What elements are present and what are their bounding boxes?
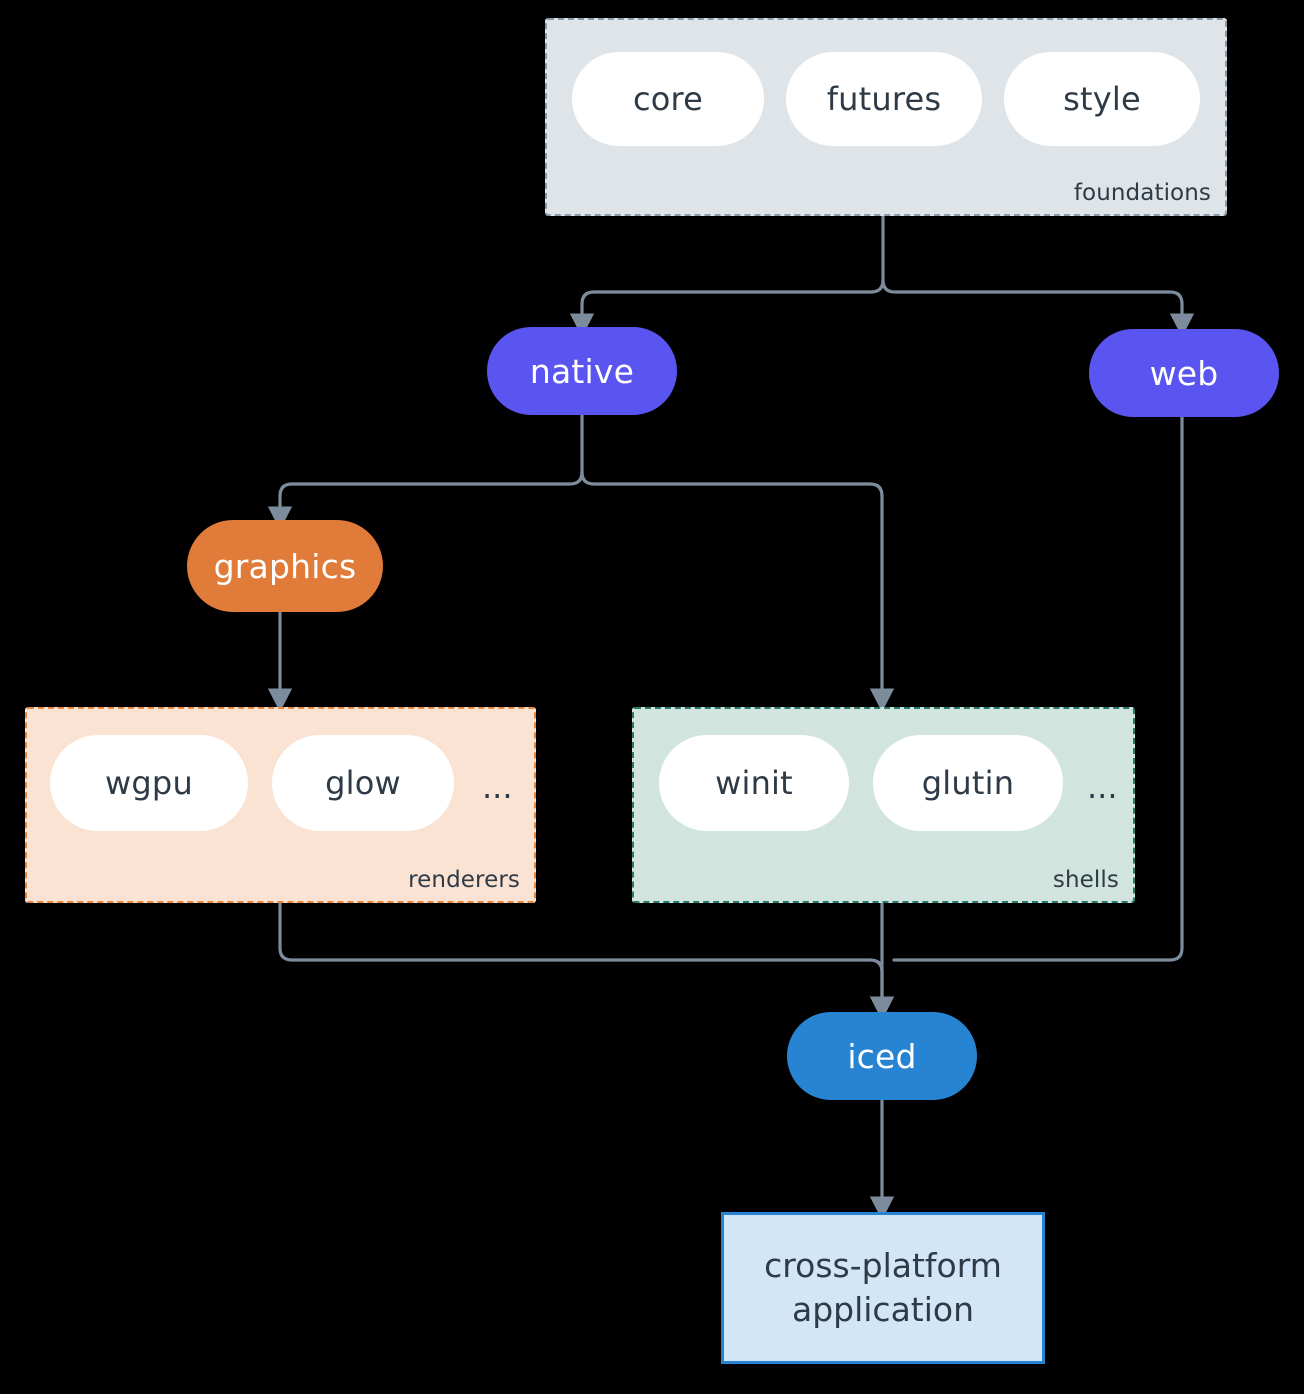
node-core[interactable]: core [572, 52, 764, 146]
edge-foundations-web [881, 278, 1195, 338]
application-line-2: application [791, 1290, 975, 1329]
node-iced-label: iced [847, 1036, 917, 1076]
node-futures[interactable]: futures [786, 52, 982, 146]
node-winit-label: winit [715, 764, 793, 802]
node-graphics[interactable]: graphics [187, 520, 383, 612]
node-glutin-label: glutin [921, 764, 1015, 802]
node-winit[interactable]: winit [659, 735, 849, 831]
edge-renderers-iced [278, 900, 895, 1021]
group-foundations: core futures style foundations [545, 18, 1227, 216]
group-shells: winit glutin ... shells [632, 707, 1135, 903]
node-wgpu-label: wgpu [105, 764, 193, 802]
node-core-label: core [632, 80, 704, 118]
node-futures-label: futures [826, 80, 942, 118]
node-glow-label: glow [325, 764, 401, 802]
shells-ellipsis: ... [1087, 768, 1118, 806]
node-iced[interactable]: iced [787, 1012, 977, 1100]
group-shells-label: shells [1052, 867, 1119, 893]
group-renderers: wgpu glow ... renderers [25, 707, 536, 903]
application-line-1: cross-platform [764, 1246, 1002, 1286]
renderers-ellipsis: ... [482, 768, 513, 806]
node-web[interactable]: web [1089, 329, 1279, 417]
node-graphics-label: graphics [213, 546, 357, 586]
edge-foundations-native [569, 214, 885, 338]
node-style-label: style [1063, 80, 1141, 118]
node-glutin[interactable]: glutin [873, 735, 1063, 831]
node-wgpu[interactable]: wgpu [50, 735, 248, 831]
node-glow[interactable]: glow [272, 735, 454, 831]
edge-native-graphics [267, 413, 584, 531]
node-style[interactable]: style [1004, 52, 1200, 146]
group-foundations-label: foundations [1073, 180, 1211, 206]
node-web-label: web [1149, 353, 1219, 393]
node-native-label: native [529, 351, 635, 391]
node-native[interactable]: native [487, 327, 677, 415]
group-renderers-label: renderers [408, 867, 520, 893]
node-cross-platform-application[interactable]: cross-platform application [721, 1212, 1045, 1364]
edge-native-shells [580, 470, 895, 713]
